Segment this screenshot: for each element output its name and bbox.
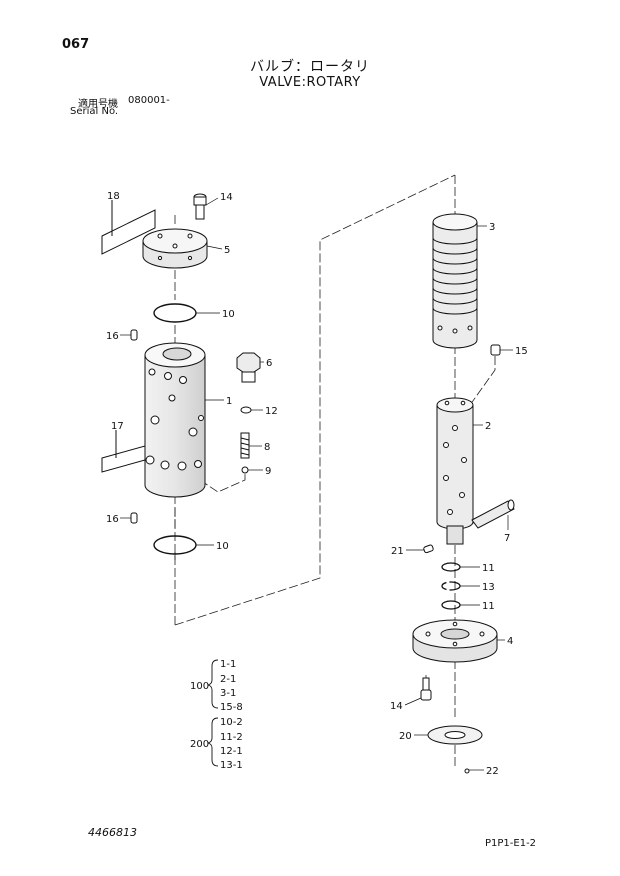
callout-14-top: 14: [220, 192, 233, 203]
part-10-o-ring-upper: [153, 303, 197, 323]
part-15-plug: [490, 344, 501, 356]
callout-2: 2: [485, 421, 491, 432]
callout-12: 12: [265, 406, 278, 417]
kit-200-item-4: 13-1: [220, 760, 243, 771]
part-1-housing: [144, 342, 206, 498]
callout-9: 9: [265, 466, 271, 477]
document-number: 4466813: [88, 826, 137, 839]
page-number: 067: [62, 37, 90, 52]
callout-7: 7: [504, 533, 510, 544]
part-11-o-ring-lower: [441, 600, 461, 610]
callout-17: 17: [111, 421, 124, 432]
callout-13: 13: [482, 582, 495, 593]
callout-3: 3: [489, 222, 495, 233]
part-6-plug: [236, 352, 261, 383]
kit-200-item-3: 12-1: [220, 746, 243, 757]
part-18-nameplate: [101, 200, 156, 255]
kit-200-bracket: [207, 717, 219, 767]
kit-100-label: 100: [190, 681, 209, 692]
callout-15: 15: [515, 346, 528, 357]
callout-22: 22: [486, 766, 499, 777]
serial-label-english: Serial No.: [70, 106, 119, 117]
part-16-pin-upper: [130, 329, 138, 341]
callout-10-lower: 10: [216, 541, 229, 552]
callout-5: 5: [224, 245, 230, 256]
callout-11-lower: 11: [482, 601, 495, 612]
leader-lines: [120, 197, 513, 771]
callout-18: 18: [107, 191, 120, 202]
part-21-pin: [423, 544, 434, 554]
part-17-nameplate: [101, 430, 146, 473]
title-english: VALVE:ROTARY: [259, 75, 361, 90]
part-7-rod: [471, 499, 515, 529]
callout-20: 20: [399, 731, 412, 742]
part-14-bolt-top: [193, 193, 207, 220]
callout-16-upper: 16: [106, 331, 119, 342]
callout-11-upper: 11: [482, 563, 495, 574]
part-16-pin-lower: [130, 512, 138, 524]
callout-8: 8: [264, 442, 270, 453]
kit-200-group: 200 10-2 11-2 12-1 13-1: [190, 717, 243, 771]
part-9-ball: [241, 466, 249, 474]
part-11-o-ring-upper: [441, 562, 461, 572]
kit-200-item-2: 11-2: [220, 732, 243, 743]
serial-number: 080001-: [128, 95, 170, 106]
callout-6: 6: [266, 358, 272, 369]
kit-100-item-4: 15-8: [220, 702, 243, 713]
part-8-spring: [240, 432, 250, 459]
assembly-guide-lines: [174, 174, 501, 768]
part-2-spindle: [436, 397, 474, 545]
callout-21: 21: [391, 546, 404, 557]
callout-4: 4: [507, 636, 513, 647]
title-japanese: バルブ：ロータリ: [250, 59, 370, 75]
kit-100-item-1: 1-1: [220, 659, 236, 670]
part-4-flange: [412, 619, 498, 663]
callout-10-upper: 10: [222, 309, 235, 320]
kit-100-item-2: 2-1: [220, 674, 236, 685]
kit-100-bracket: [207, 659, 219, 709]
part-12-ring: [240, 406, 252, 414]
serial-label-japanese: 適用号機: [78, 99, 118, 110]
kit-200-item-1: 10-2: [220, 717, 243, 728]
callout-16-lower: 16: [106, 514, 119, 525]
part-20-washer: [427, 725, 483, 745]
part-3-seal-stack: [432, 213, 478, 349]
part-22-pin: [464, 768, 470, 774]
kit-100-group: 100 1-1 2-1 3-1 15-8: [190, 659, 243, 713]
part-14-bolt-bottom: [420, 677, 432, 701]
kit-200-label: 200: [190, 739, 209, 750]
page-code: P1P1-E1-2: [485, 838, 537, 849]
part-13-backup-ring: [441, 581, 461, 591]
kit-100-item-3: 3-1: [220, 688, 236, 699]
callout-1: 1: [226, 396, 232, 407]
callout-14-bottom: 14: [390, 701, 403, 712]
part-5-cover: [142, 228, 208, 269]
